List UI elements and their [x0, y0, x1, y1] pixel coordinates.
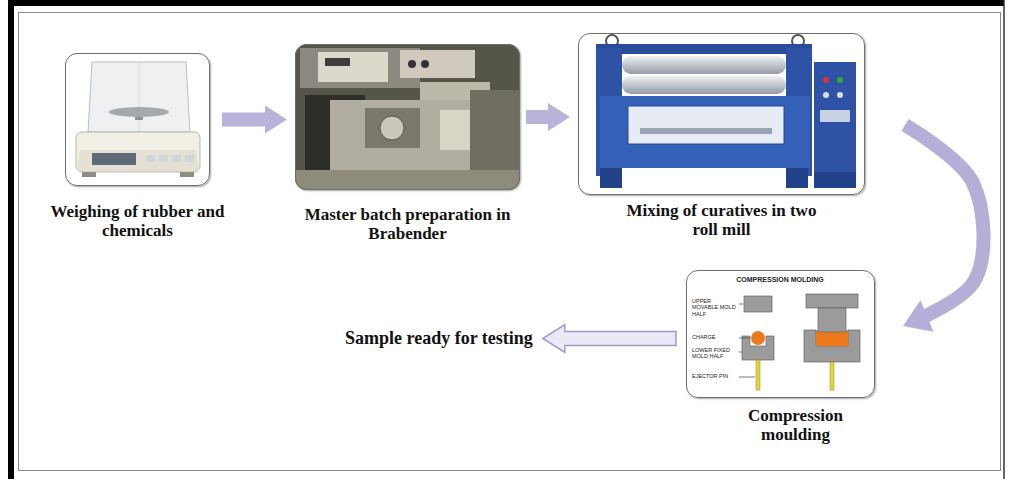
flow-arrow: [543, 325, 676, 353]
balance-illustration: [76, 62, 200, 177]
compression-mould-illustration-part: [751, 331, 765, 345]
page-frame: [8, 0, 1004, 479]
figure-title: COMPRESSION MOLDING: [700, 276, 860, 284]
arrow-head: [903, 300, 934, 331]
balance-illustration-part: [109, 107, 169, 117]
balance-illustration-part: [159, 155, 168, 162]
two-roll-mill-illustration-part: [837, 77, 843, 83]
step-caption: Master batch preparation in Brabender: [290, 205, 526, 243]
flow-arrow: [222, 106, 287, 134]
two-roll-mill-illustration: [596, 35, 856, 188]
compression-mould-illustration-part: [830, 362, 834, 390]
part-label: UPPER MOVABLE MOLD HALF: [692, 298, 738, 317]
brabender-photo-part: [440, 110, 470, 150]
part-label: CHARGE: [692, 334, 738, 340]
balance-illustration-part: [76, 132, 200, 172]
compression-mould-illustration-part: [804, 330, 860, 362]
balance-illustration-part: [77, 150, 199, 171]
process-step: Mixing of curatives in two roll mill: [578, 33, 865, 239]
two-roll-mill-illustration-part: [600, 168, 622, 188]
brabender-photo-part: [330, 100, 480, 170]
brabender-photo-part: [400, 50, 475, 78]
brabender-photo: [295, 44, 520, 190]
brabender-photo-part: [470, 90, 520, 170]
two-roll-mill-illustration-part: [786, 168, 808, 188]
step-caption: Compression moulding: [731, 406, 861, 444]
two-roll-mill-illustration-part: [622, 56, 786, 74]
balance-illustration-part: [88, 62, 190, 132]
process-step: Master batch preparation in Brabender: [290, 44, 526, 243]
compression-mould-illustration-part: [744, 296, 772, 312]
flow-arrow: [903, 125, 984, 332]
brabender-photo-part: [325, 58, 350, 66]
two-roll-mill-illustration-part: [823, 92, 829, 98]
two-roll-mill-illustration-part: [622, 76, 786, 94]
two-roll-mill-illustration-part: [837, 92, 843, 98]
page-frame-part: [1003, 0, 1005, 479]
brabender-photo-part: [408, 60, 416, 68]
image-frame: [65, 53, 210, 186]
flow-arrow: [526, 103, 570, 131]
part-label: LOWER FIXED MOLD HALF: [692, 347, 738, 360]
two-roll-mill-illustration-part: [596, 44, 812, 54]
two-roll-mill-illustration-part: [628, 106, 784, 144]
two-roll-mill-illustration-part: [814, 62, 856, 172]
step-caption: Mixing of curatives in two roll mill: [622, 201, 822, 239]
result-text: Sample ready for testing: [345, 327, 533, 348]
compression-mould-illustration-part: [739, 338, 750, 339]
two-roll-mill-illustration-part: [600, 96, 810, 168]
compression-mould-illustration-part: [739, 352, 742, 353]
compression-mould-illustration-part: [756, 360, 760, 390]
brabender-photo-part: [295, 170, 520, 190]
brabender-photo-part: [318, 52, 388, 82]
balance-illustration-part: [146, 155, 155, 162]
brabender-photo-part: [295, 44, 520, 190]
brabender-photo-part: [421, 60, 429, 68]
arrow-body: [222, 106, 287, 134]
compression-mould-illustration-part: [739, 304, 743, 305]
balance-illustration-part: [139, 62, 140, 132]
balance-illustration-part: [172, 155, 181, 162]
balance-illustration-part: [92, 153, 136, 165]
part-label: EJECTOR PIN: [692, 373, 738, 379]
balance-illustration-part: [82, 172, 96, 177]
compression-mould-illustration-part: [739, 377, 755, 378]
image-frame: [295, 44, 520, 190]
compression-mould-illustration-part: [806, 294, 858, 308]
two-roll-mill-illustration-part: [823, 77, 829, 83]
arrow-body: [526, 103, 570, 131]
compression-mould-illustration: [739, 294, 860, 390]
step-caption: Weighing of rubber and chemicals: [43, 202, 233, 240]
page-frame-part: [8, 0, 1004, 6]
compression-mould-illustration-part: [818, 308, 846, 332]
two-roll-mill-illustration-part: [640, 128, 772, 134]
brabender-photo-part: [380, 116, 404, 140]
page-frame-part: [19, 13, 1001, 471]
balance-illustration-part: [180, 172, 194, 177]
balance-illustration-part: [185, 155, 194, 162]
step-caption: Sample ready for testing: [345, 329, 533, 348]
page-frame-part: [8, 0, 14, 479]
image-frame: [578, 33, 865, 195]
arrow-body: [903, 125, 984, 326]
compression-mould-illustration-part: [816, 330, 848, 346]
two-roll-mill-illustration-part: [814, 172, 856, 188]
process-step: Weighing of rubber and chemicals: [43, 53, 233, 240]
two-roll-mill-illustration-part: [820, 110, 850, 122]
brabender-photo-part: [365, 108, 420, 148]
arrow-body: [543, 325, 676, 353]
